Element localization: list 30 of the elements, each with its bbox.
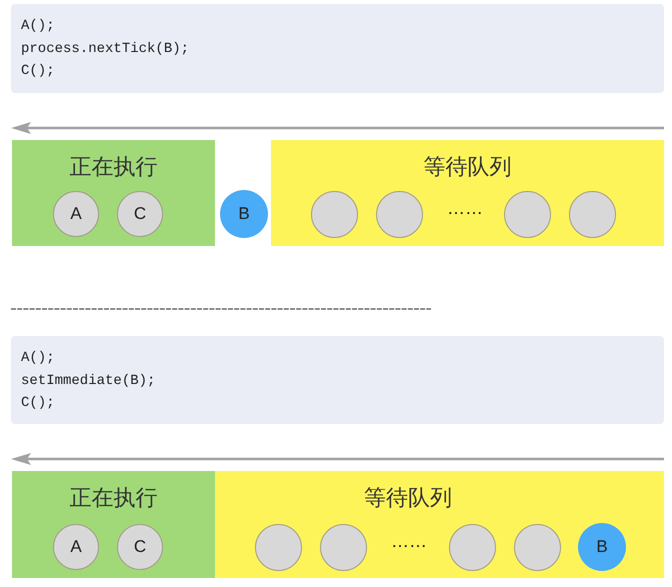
code-line: C(); xyxy=(21,63,55,79)
panel-title: 等待队列 xyxy=(363,484,453,512)
task-circle: C xyxy=(117,524,163,570)
panel-title: 正在执行 xyxy=(68,153,158,181)
task-circle xyxy=(449,524,496,571)
task-circle xyxy=(255,524,302,571)
task-circle xyxy=(569,191,616,238)
code-line: C(); xyxy=(21,395,55,411)
ellipsis-text: …… xyxy=(390,532,428,550)
running-panel xyxy=(12,140,215,246)
task-circle xyxy=(376,191,423,238)
task-circle xyxy=(514,524,561,571)
task-circle: A xyxy=(53,191,99,237)
ellipsis-text: …… xyxy=(446,199,484,217)
running-panel xyxy=(12,471,215,578)
code-line: A(); xyxy=(21,350,55,366)
task-circle xyxy=(320,524,367,571)
code-line: process.nextTick(B); xyxy=(21,40,190,56)
panel-title: 等待队列 xyxy=(422,153,512,181)
code-line: setImmediate(B); xyxy=(21,372,156,388)
queue-panel xyxy=(215,471,664,578)
task-circle xyxy=(311,191,358,238)
task-circle: B xyxy=(578,523,626,571)
queue-panel xyxy=(271,140,664,246)
task-circle: A xyxy=(53,524,99,570)
task-circle: B xyxy=(220,190,268,238)
code-line: A(); xyxy=(21,18,55,34)
panel-title: 正在执行 xyxy=(68,484,158,512)
task-circle: C xyxy=(117,191,163,237)
task-circle xyxy=(504,191,551,238)
